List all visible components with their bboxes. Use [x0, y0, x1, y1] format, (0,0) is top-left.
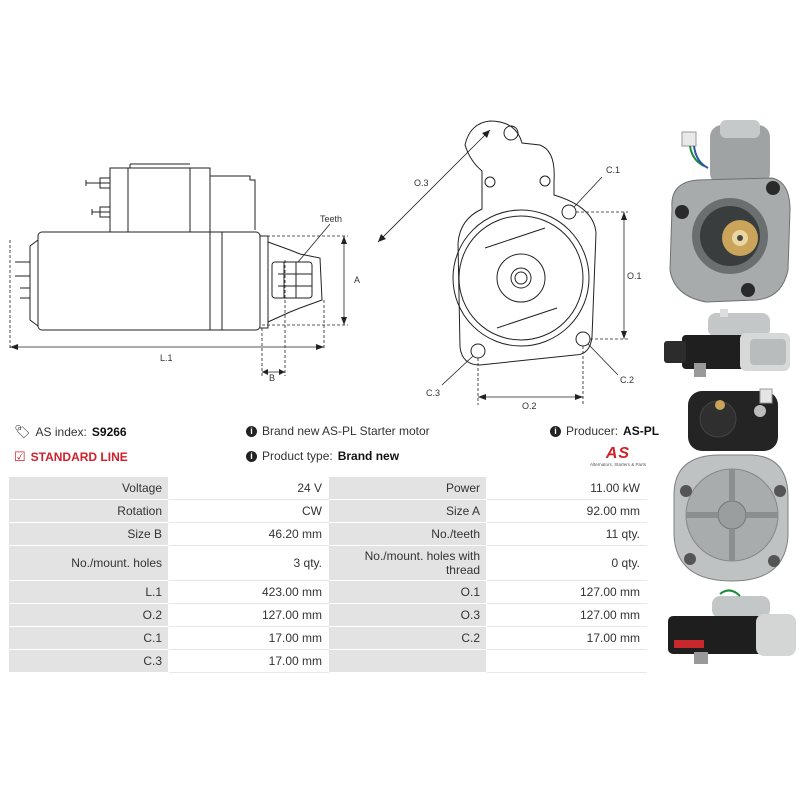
info-icon: i: [550, 425, 561, 437]
dimension-c2-label: C.2: [620, 375, 634, 385]
dimension-c1-label: C.1: [606, 165, 620, 175]
spec-value: 127.00 mm: [486, 603, 647, 627]
spec-label: No./teeth: [328, 522, 487, 546]
front-view-drawing: O.3 C.1 O.1 C.3 C.2 O.2: [377, 120, 642, 411]
spec-value: 46.20 mm: [168, 522, 329, 546]
spec-value: CW: [168, 499, 329, 523]
standard-line: ☑ STANDARD LINE: [14, 449, 128, 465]
product-photo-front: [669, 120, 791, 303]
spec-value: 24 V: [168, 476, 329, 500]
spec-label: No./mount. holes: [8, 545, 169, 581]
spec-value: 17.00 mm: [486, 626, 647, 650]
dimension-b-label: B: [269, 373, 275, 383]
spec-label: O.2: [8, 603, 169, 627]
dimension-a-label: A: [354, 275, 360, 285]
side-view-drawing: Teeth A L.1 B: [9, 163, 360, 383]
dimension-o2-label: O.2: [522, 401, 537, 411]
spec-value: 17.00 mm: [168, 649, 329, 673]
tags-icon: 🏷︎: [14, 424, 31, 439]
dimension-o3-label: O.3: [414, 178, 429, 188]
logo-mark: AS: [605, 445, 631, 462]
spec-value: 3 qty.: [168, 545, 329, 581]
spec-value: 11 qty.: [486, 522, 647, 546]
logo-tagline: Alternators, Starters & Parts: [589, 462, 647, 467]
producer-label: Producer:: [566, 424, 619, 438]
spec-label: Voltage: [8, 476, 169, 500]
spec-label: O.3: [328, 603, 487, 627]
spec-label: Size B: [8, 522, 169, 546]
spec-label: Power: [328, 476, 487, 500]
spec-label: C.1: [8, 626, 169, 650]
as-pl-logo: AS Alternators, Starters & Parts: [588, 446, 648, 468]
spec-value: 92.00 mm: [486, 499, 647, 523]
spec-label: Rotation: [8, 499, 169, 523]
spec-value: 127.00 mm: [168, 603, 329, 627]
description: i Brand new AS-PL Starter motor: [246, 424, 430, 438]
spec-value: 11.00 kW: [486, 476, 647, 500]
spec-label: Size A: [328, 499, 487, 523]
product-photo-side-2: [668, 589, 796, 664]
teeth-label: Teeth: [320, 214, 342, 224]
spec-value: 423.00 mm: [168, 580, 329, 604]
info-icon: i: [246, 450, 257, 462]
standard-line-label: STANDARD LINE: [30, 450, 128, 464]
info-icon: i: [246, 425, 257, 437]
spec-value: 0 qty.: [486, 545, 647, 581]
producer: i Producer: AS-PL: [550, 424, 659, 438]
dimension-o1-label: O.1: [627, 271, 642, 281]
as-index: 🏷︎ AS index: S9266: [14, 424, 127, 440]
product-type-label: Product type:: [262, 449, 333, 463]
dimension-c3-label: C.3: [426, 388, 440, 398]
spec-label: [328, 649, 487, 673]
spec-value: 127.00 mm: [486, 580, 647, 604]
product-photo-rear: [673, 388, 789, 582]
as-index-label: AS index:: [35, 425, 87, 439]
spec-label: C.2: [328, 626, 487, 650]
dimension-l1-label: L.1: [160, 353, 173, 363]
product-type-value: Brand new: [337, 449, 400, 463]
spec-label: No./mount. holes with thread: [328, 545, 487, 581]
as-index-value: S9266: [91, 425, 127, 439]
spec-label: C.3: [8, 649, 169, 673]
description-text: Brand new AS-PL Starter motor: [262, 424, 430, 438]
spec-value: [486, 649, 647, 673]
spec-label: L.1: [8, 580, 169, 604]
product-photo-side: [664, 309, 790, 377]
product-type: i Product type: Brand new: [246, 449, 399, 463]
producer-value: AS-PL: [623, 424, 660, 438]
spec-label: O.1: [328, 580, 487, 604]
spec-value: 17.00 mm: [168, 626, 329, 650]
checkbox-icon: ☑: [14, 449, 26, 464]
